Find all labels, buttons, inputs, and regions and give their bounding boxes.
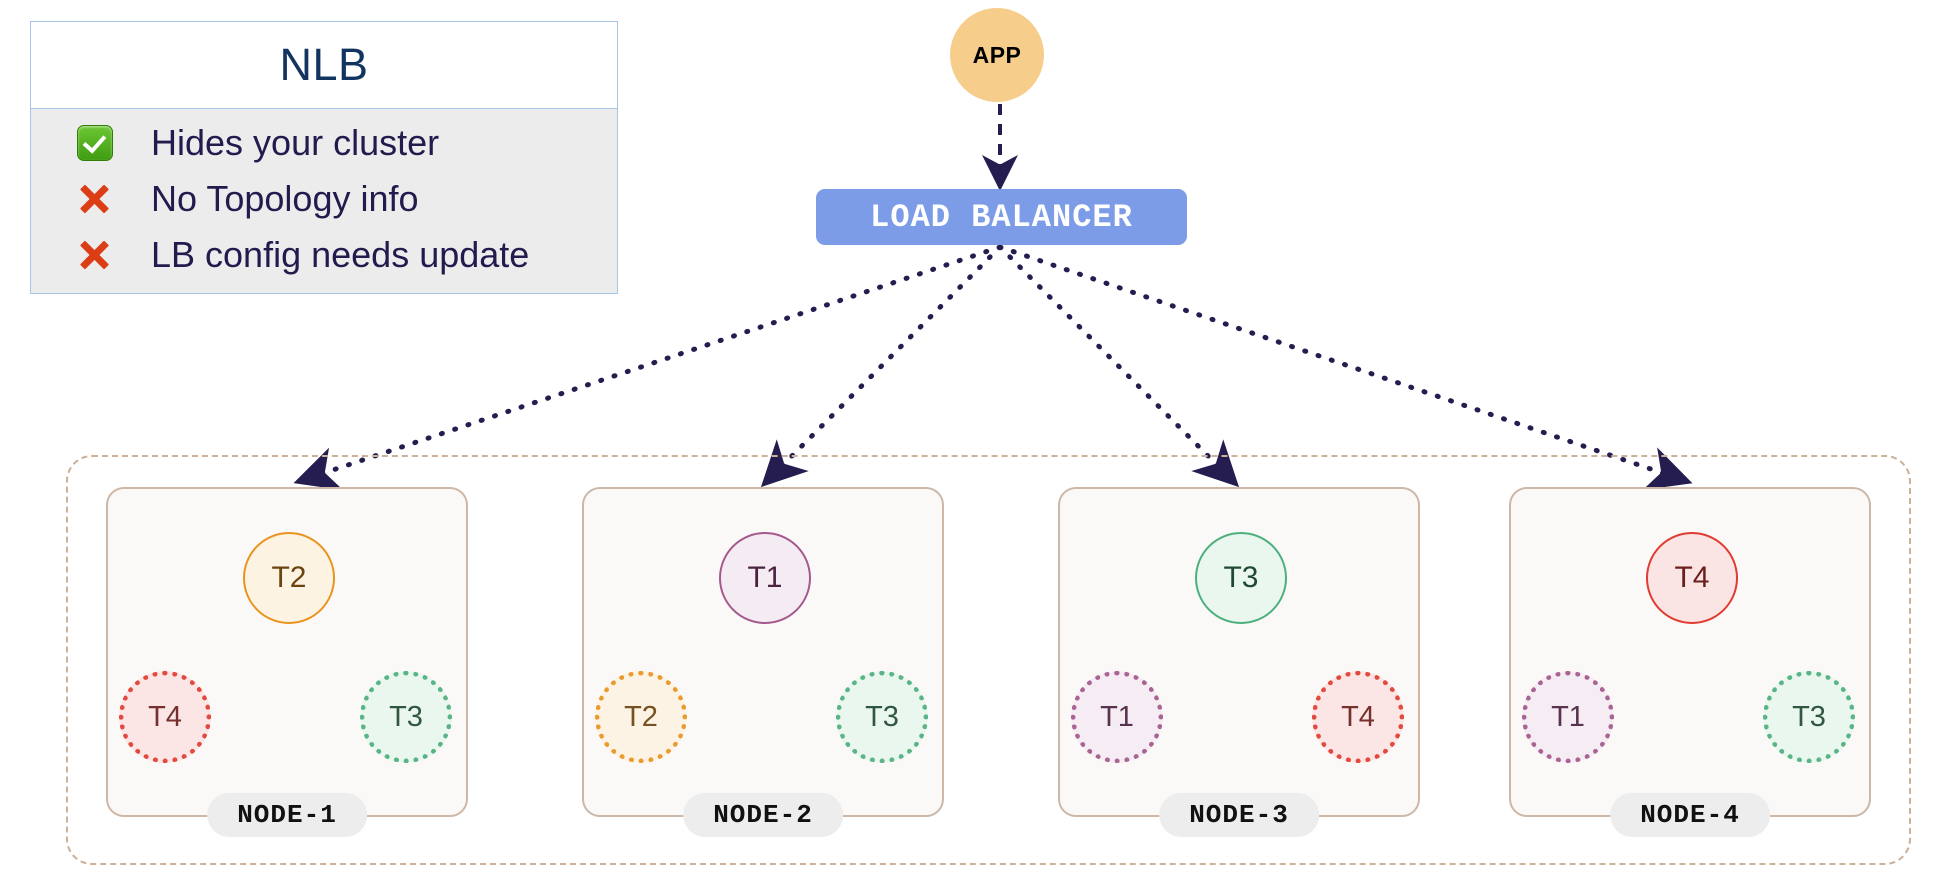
pod-replica[interactable]: T2: [595, 671, 687, 763]
pod-primary[interactable]: T2: [243, 532, 335, 624]
pod-replica[interactable]: T4: [1312, 671, 1404, 763]
legend-item-label: LB config needs update: [151, 234, 530, 275]
pod-primary[interactable]: T4: [1646, 532, 1738, 624]
legend-body: Hides your cluster No Topology info LB c…: [31, 109, 617, 293]
pod-replica[interactable]: T3: [1763, 671, 1855, 763]
load-balancer-node[interactable]: LOAD BALANCER: [816, 189, 1187, 245]
pod-label: T1: [747, 561, 783, 594]
edge-lb-to-node-3: [997, 244, 1240, 488]
pod-primary[interactable]: T3: [1195, 532, 1287, 624]
pod-replica[interactable]: T3: [360, 671, 452, 763]
legend-item: No Topology info: [31, 171, 617, 227]
cluster-boundary: [66, 455, 1911, 865]
pod-replica[interactable]: T3: [836, 671, 928, 763]
pod-label: T3: [1223, 561, 1259, 594]
pod-label: T1: [1551, 700, 1585, 733]
pod-primary[interactable]: T1: [719, 532, 811, 624]
legend-item: Hides your cluster: [31, 115, 617, 171]
legend-item-label: No Topology info: [151, 178, 419, 219]
legend-item: LB config needs update: [31, 227, 617, 283]
pod-label: T2: [624, 700, 658, 733]
pod-label: T2: [271, 561, 307, 594]
legend-item-label: Hides your cluster: [151, 122, 440, 163]
node-name-pill: NODE-4: [1610, 793, 1770, 837]
pod-replica[interactable]: T4: [119, 671, 211, 763]
node-name-pill: NODE-2: [683, 793, 843, 837]
pod-label: T3: [389, 700, 423, 733]
node-name-pill: NODE-1: [207, 793, 367, 837]
pod-label: T4: [1674, 561, 1710, 594]
check-icon: [77, 125, 129, 161]
pod-label: T3: [865, 700, 899, 733]
pod-replica[interactable]: T1: [1071, 671, 1163, 763]
pod-label: T3: [1792, 700, 1826, 733]
nlb-legend-panel: NLB Hides your cluster No Topology info …: [30, 21, 618, 294]
edge-lb-to-node-2: [760, 244, 1003, 488]
node-name-pill: NODE-3: [1159, 793, 1319, 837]
pod-replica[interactable]: T1: [1522, 671, 1614, 763]
cross-icon: [77, 238, 129, 272]
legend-title: NLB: [279, 39, 369, 90]
edge-lb-to-node-4: [997, 244, 1693, 490]
pod-label: T4: [148, 700, 182, 733]
legend-header: NLB: [31, 22, 617, 109]
app-node[interactable]: APP: [950, 8, 1044, 102]
pod-label: T4: [1341, 700, 1375, 733]
pod-label: T1: [1100, 700, 1134, 733]
cross-icon: [77, 182, 129, 216]
app-node-label: APP: [972, 41, 1022, 68]
load-balancer-label: LOAD BALANCER: [870, 198, 1133, 236]
